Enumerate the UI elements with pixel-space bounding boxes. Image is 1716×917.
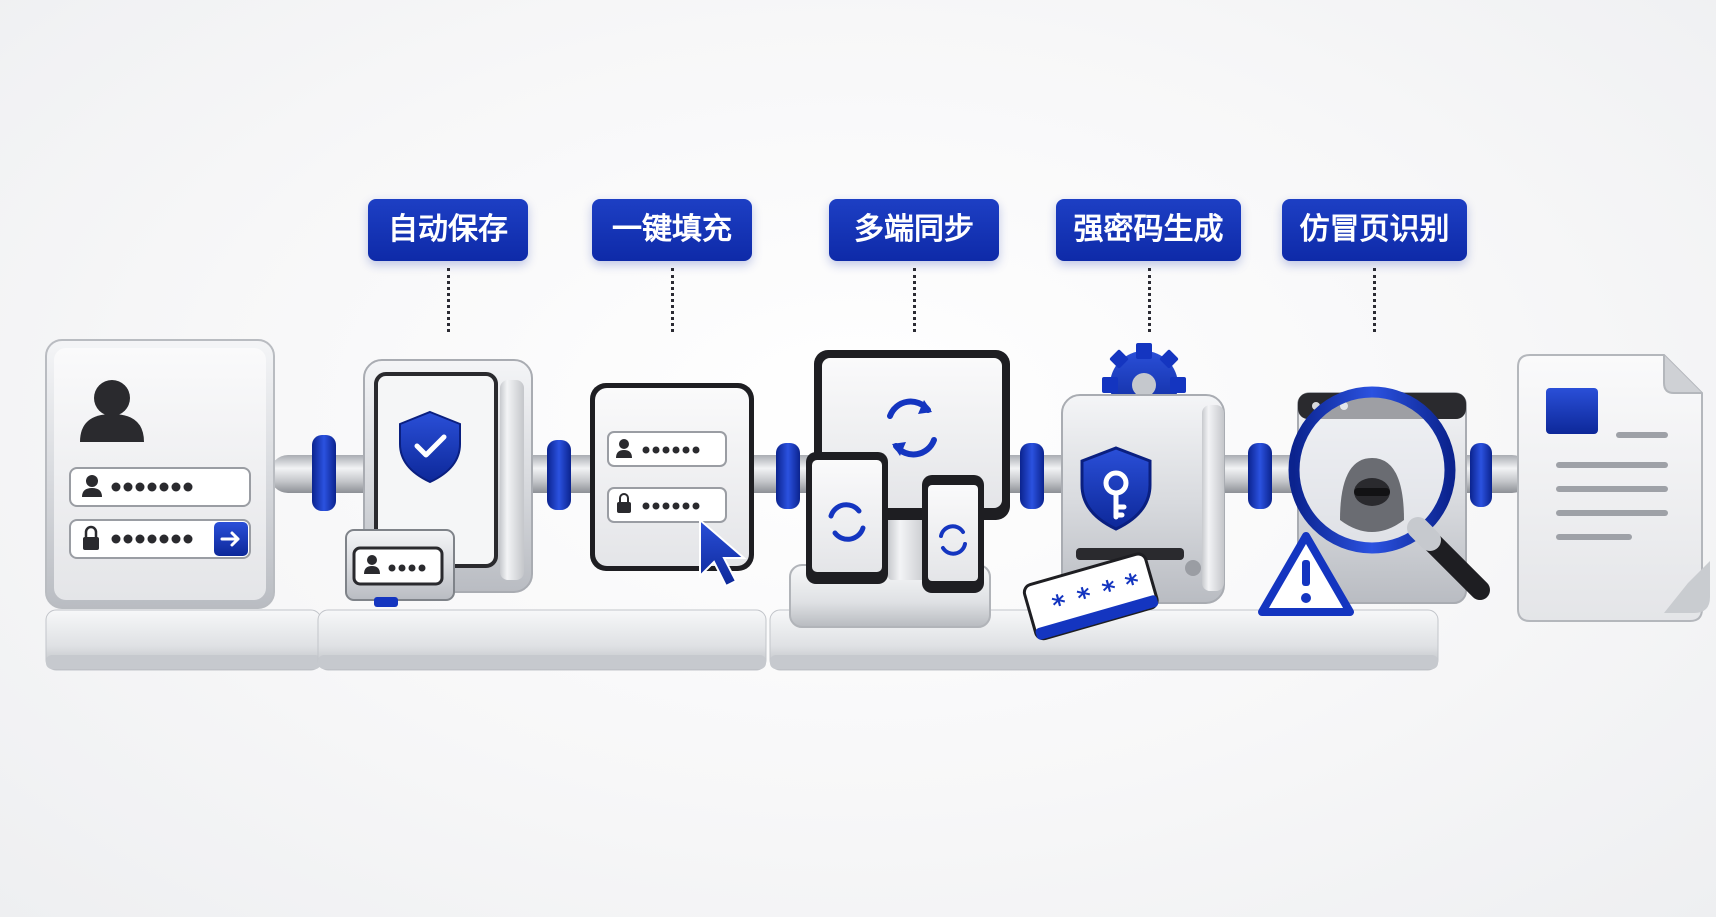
- feature-label-auto-save: 自动保存: [368, 199, 528, 261]
- user-login-icon: [45, 339, 275, 609]
- feature-label-phishing-detection: 仿冒页识别: [1282, 199, 1467, 261]
- base-platform-middle: [317, 609, 767, 671]
- multi-device-sync-icon: [789, 350, 1010, 628]
- phishing-detection-icon: [1258, 386, 1490, 616]
- warning-icon: [1258, 532, 1354, 616]
- key-shield-generator-icon: ****: [1022, 343, 1225, 641]
- connector-dotted-line: [1148, 268, 1151, 332]
- pipe-rings: [312, 435, 1492, 511]
- feature-label-strong-password-gen: 强密码生成: [1056, 199, 1241, 261]
- shield-check-vault-icon: [345, 359, 533, 607]
- connector-dotted-line: [1373, 268, 1376, 332]
- connector-dotted-line: [671, 268, 674, 332]
- feature-label-multi-device-sync: 多端同步: [829, 199, 999, 261]
- document-icon: [1517, 354, 1710, 622]
- connector-dotted-line: [447, 268, 450, 332]
- autofill-form-icon: [590, 383, 754, 588]
- connector-dotted-line: [913, 268, 916, 332]
- base-platform-left: [45, 609, 322, 671]
- feature-label-one-click-fill: 一键填充: [592, 199, 752, 261]
